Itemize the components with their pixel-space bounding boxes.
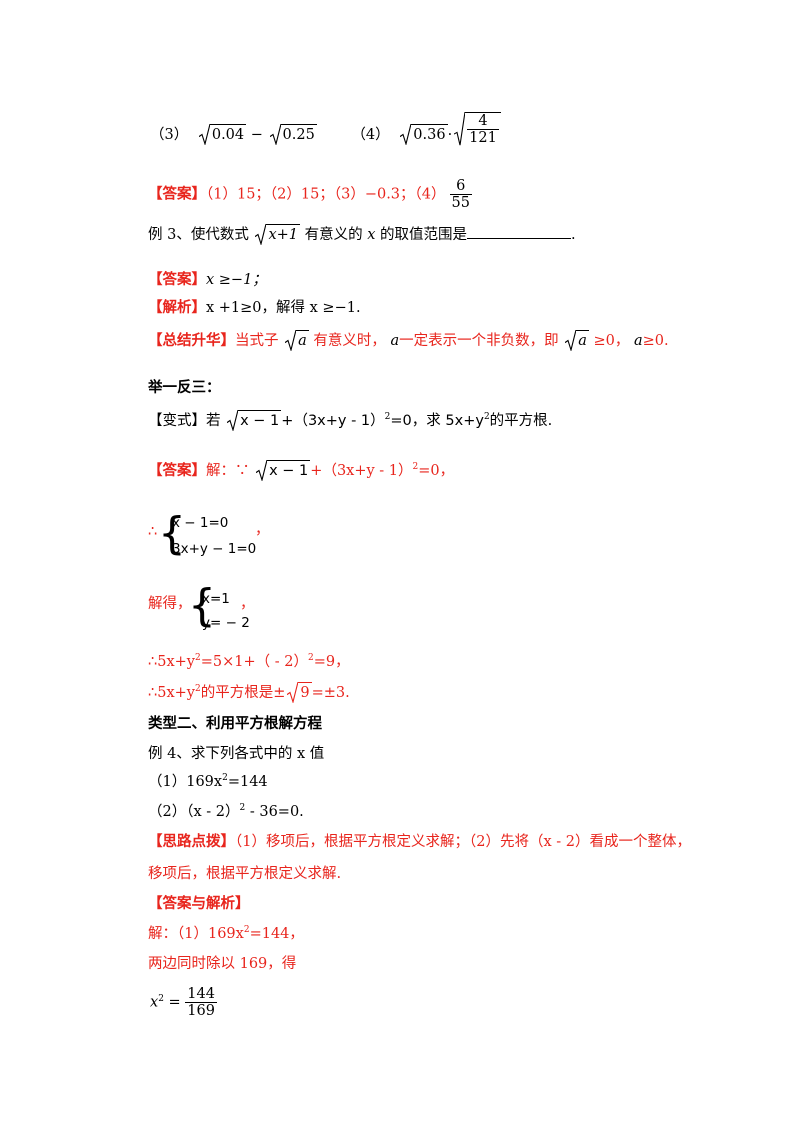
radical-icon bbox=[565, 330, 577, 351]
answer-analysis-tag: 【答案与解析】 bbox=[148, 895, 250, 912]
calculation-2: ∴5x+y2的平方根是±9=±3. bbox=[148, 682, 350, 703]
example-3: 例 3、使代数式 x+1 有意义的 x 的取值范围是. bbox=[148, 224, 576, 245]
radical-icon bbox=[400, 124, 412, 145]
answer-blank[interactable] bbox=[467, 224, 572, 239]
variant-tag: 【变式】 bbox=[148, 413, 206, 429]
sqrt-9: 9 bbox=[287, 682, 312, 703]
answer-tag: 【答案】 bbox=[148, 271, 206, 288]
left-brace-icon: { bbox=[188, 580, 216, 631]
answer-tag: 【答案】 bbox=[148, 462, 206, 479]
radical-icon bbox=[287, 682, 299, 703]
radical-icon bbox=[256, 460, 268, 481]
radical-icon bbox=[227, 410, 239, 431]
example-4-title: 例 4、求下列各式中的 x 值 bbox=[148, 746, 325, 762]
summary: 【总结升华】当式子 a 有意义时， a一定表示一个非负数，即 a ≥0， a≥0… bbox=[148, 330, 669, 351]
sqrt-x-minus-1: x − 1 bbox=[256, 460, 311, 481]
radical-icon bbox=[255, 224, 267, 245]
problem-4-label: （4） bbox=[351, 127, 390, 143]
hint-tag: 【思路点拨】 bbox=[148, 833, 235, 850]
example-4-item-1: （1）169x2=144 bbox=[148, 773, 268, 790]
radical-icon bbox=[269, 124, 281, 145]
example-4-item-2: （2）（x - 2）2 - 36=0. bbox=[148, 803, 304, 820]
system-1-eq1: x − 1=0 bbox=[172, 515, 229, 531]
hint-line-2: 移项后，根据平方根定义求解. bbox=[148, 866, 342, 882]
problem-3-label: （3） bbox=[150, 127, 189, 143]
solved-label: 解得， bbox=[148, 596, 192, 612]
sqrt-x-minus-1: x − 1 bbox=[227, 410, 282, 431]
radical-icon bbox=[198, 124, 210, 145]
analysis-tag: 【解析】 bbox=[148, 299, 206, 316]
system-2-eq2: y= − 2 bbox=[202, 615, 250, 631]
type-2-title: 类型二、利用平方根解方程 bbox=[148, 715, 322, 732]
variant: 【变式】若 x − 1+（3x+y - 1）2=0，求 5x+y2的平方根. bbox=[148, 410, 553, 431]
left-brace-icon: { bbox=[158, 508, 186, 559]
analysis: 【解析】x +1≥0，解得 x ≥−1. bbox=[148, 299, 361, 316]
radical-icon bbox=[454, 112, 466, 146]
sqrt-a: a bbox=[565, 330, 589, 351]
answer-2: 【答案】x ≥−1； bbox=[148, 271, 267, 288]
answer-3: 【答案】解：∵ x − 1+（3x+y - 1）2=0， bbox=[148, 460, 455, 481]
summary-tag: 【总结升华】 bbox=[148, 332, 235, 349]
radical-icon bbox=[285, 330, 297, 351]
sqrt-0.04: 0.04 bbox=[198, 124, 247, 145]
section-title: 举一反三： bbox=[148, 379, 221, 396]
solution-line-2: 两边同时除以 169，得 bbox=[148, 956, 297, 972]
answer-tag: 【答案】 bbox=[148, 185, 206, 203]
system-2-eq1: x=1 bbox=[202, 591, 230, 607]
hint-line-1: 【思路点拨】（1）移项后，根据平方根定义求解；（2）先将（x - 2）看成一个整… bbox=[148, 833, 691, 850]
calculation-1: ∴5x+y2=5×1+（ - 2）2=9， bbox=[148, 653, 350, 670]
system-1-eq2: 3x+y − 1=0 bbox=[172, 541, 257, 557]
sqrt-0.36: 0.36 bbox=[400, 124, 448, 145]
sqrt-a: a bbox=[285, 330, 309, 351]
sqrt-x-plus-1: x+1 bbox=[255, 224, 301, 245]
sqrt-0.25: 0.25 bbox=[269, 124, 317, 145]
therefore-symbol: ∴ bbox=[148, 524, 158, 540]
solution-line-1: 解：（1）169x2=144， bbox=[148, 925, 304, 942]
